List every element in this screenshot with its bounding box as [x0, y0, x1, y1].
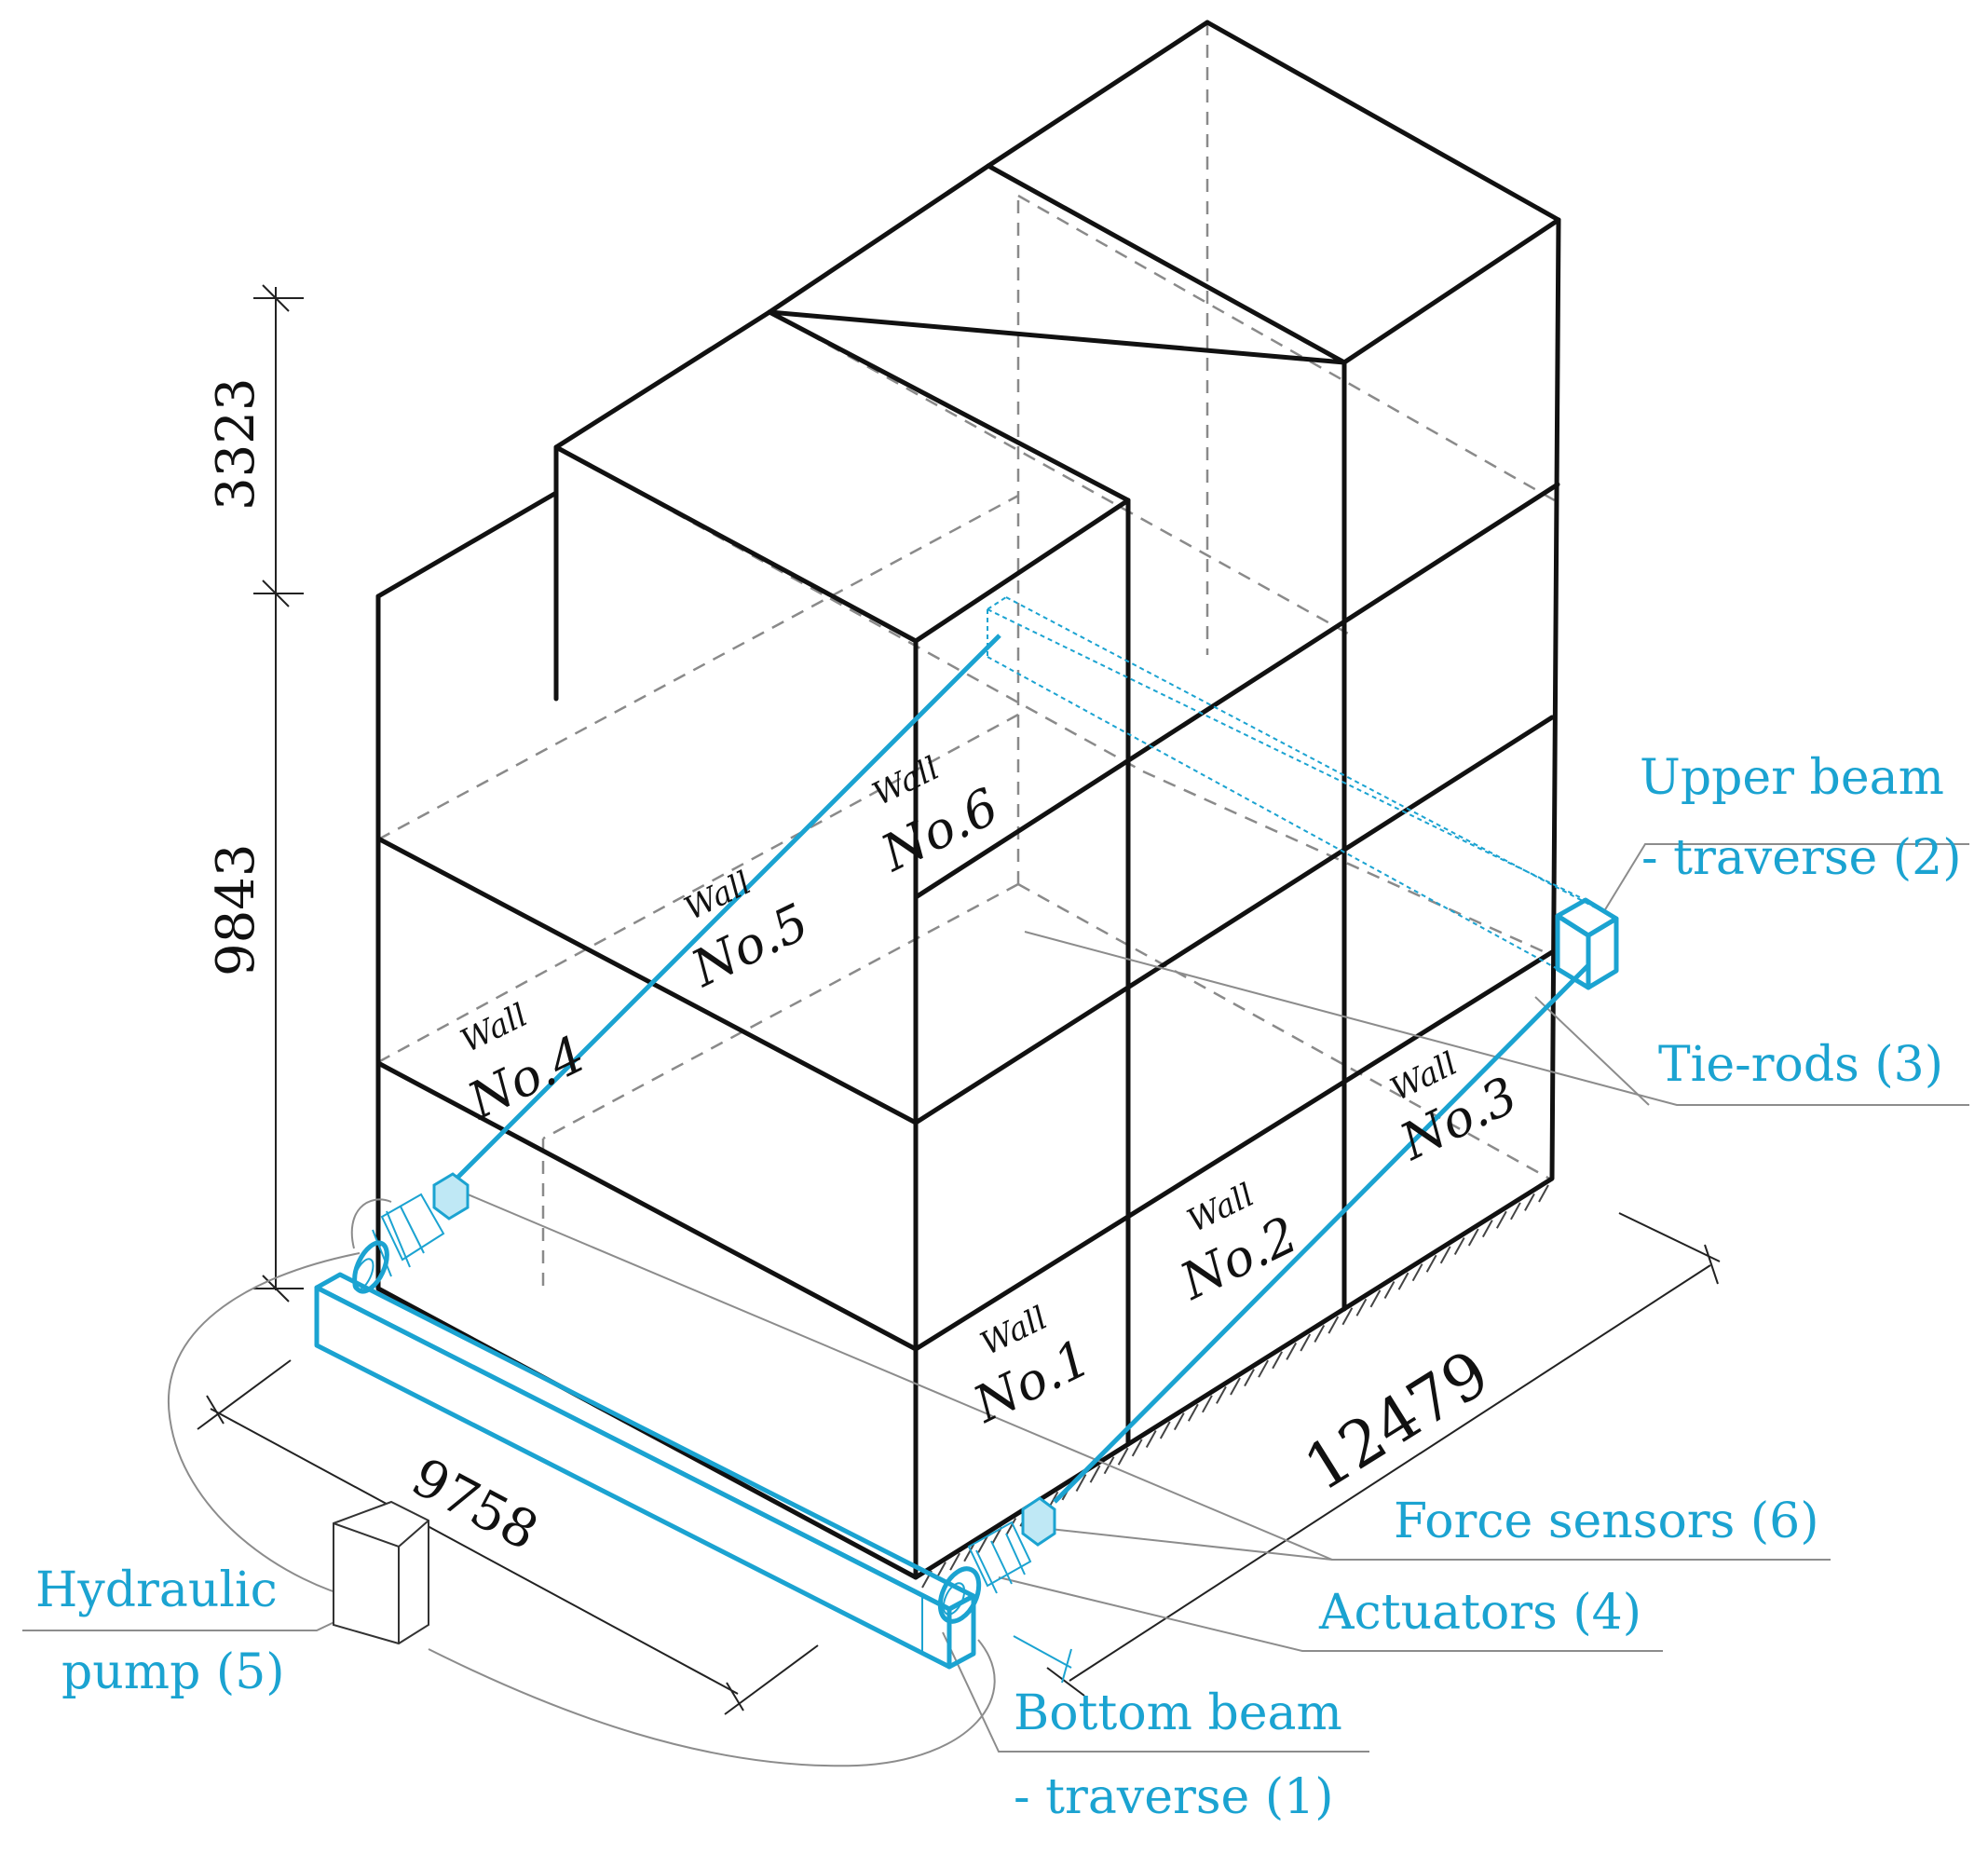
hatch-mark	[1467, 1228, 1479, 1247]
hatch-mark	[1075, 1474, 1087, 1492]
callout-tie-rods: Tie-rods (3)	[1658, 1037, 1943, 1093]
hatch-mark	[1369, 1289, 1382, 1308]
test-equipment	[314, 596, 1619, 1684]
hatch-mark	[1187, 1403, 1199, 1422]
hatch-mark	[1538, 1184, 1549, 1203]
callout-upper-beam-line1: Upper beam	[1640, 750, 1944, 806]
hatch-mark	[1300, 1333, 1312, 1352]
hatch-mark	[1355, 1298, 1368, 1316]
hatch-mark	[1159, 1421, 1171, 1439]
callout-bottom-beam-line1: Bottom beam	[1014, 1685, 1342, 1741]
bottom-beam-traverse	[314, 1272, 976, 1670]
hatch-mark	[1005, 1518, 1017, 1536]
hatch-mark	[1328, 1316, 1340, 1334]
hatch-mark	[1230, 1377, 1241, 1396]
hatch-mark	[1216, 1385, 1227, 1404]
wall-label-5: Wall No.5	[678, 865, 817, 1000]
hatch-mark	[1117, 1447, 1129, 1466]
tie-rods	[455, 634, 1590, 1504]
actuators	[352, 1193, 1072, 1684]
hatch-mark	[1524, 1193, 1535, 1211]
hatch-mark	[1089, 1465, 1101, 1483]
hatch-mark	[1510, 1202, 1521, 1221]
hatch-mark	[977, 1534, 989, 1553]
hatch-mark	[1272, 1351, 1284, 1370]
building-structure	[375, 20, 1561, 1580]
callout-pump-line2: pump (5)	[61, 1644, 285, 1700]
force-sensors	[432, 1172, 1056, 1547]
hatch-mark	[1258, 1359, 1269, 1378]
hatch-mark	[1481, 1220, 1493, 1238]
dim-height-top: 3323	[206, 377, 266, 511]
callout-bottom-beam-line2: - traverse (1)	[1014, 1769, 1334, 1825]
hidden-edges	[377, 22, 1560, 1286]
wall-label-6: Wall No.6	[866, 750, 1007, 884]
ground-hatching	[921, 1184, 1549, 1589]
hatch-mark	[1411, 1263, 1423, 1282]
callout-force-sensors: Force sensors (6)	[1394, 1494, 1819, 1549]
hatch-mark	[1341, 1307, 1354, 1326]
dim-height-main: 9843	[206, 843, 266, 976]
hatch-mark	[1453, 1236, 1465, 1255]
hatch-mark	[1131, 1439, 1143, 1457]
callout-actuators: Actuators (4)	[1318, 1585, 1641, 1641]
hatch-mark	[1425, 1254, 1437, 1273]
callout-upper-beam-line2: - traverse (2)	[1641, 830, 1962, 886]
hatch-mark	[949, 1552, 960, 1571]
hydraulic-pump-box	[333, 1500, 429, 1645]
hatch-mark	[1314, 1325, 1326, 1344]
hatch-mark	[1439, 1246, 1451, 1264]
hatch-mark	[1495, 1210, 1507, 1229]
hatch-mark	[1173, 1412, 1185, 1431]
callout-pump-line1: Hydraulic	[35, 1562, 278, 1618]
hatch-mark	[1244, 1369, 1255, 1387]
hatch-mark	[1286, 1342, 1298, 1360]
wall-label-1: Wall No.1	[963, 1300, 1100, 1435]
hatch-mark	[963, 1544, 975, 1562]
hatch-mark	[1202, 1395, 1213, 1413]
hatch-mark	[1383, 1281, 1396, 1299]
hatch-mark	[1397, 1272, 1409, 1290]
dimension-lines	[197, 284, 1721, 1715]
upper-beam-traverse	[987, 596, 1619, 990]
hatch-mark	[1145, 1429, 1157, 1448]
